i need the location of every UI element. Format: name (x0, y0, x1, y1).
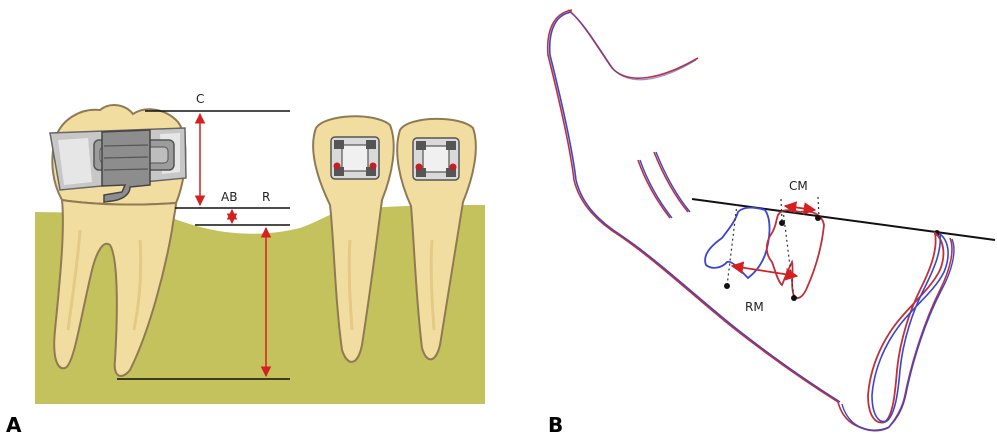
projection-blue-crown-2 (781, 199, 782, 222)
molar-trace-red (767, 210, 824, 298)
panel-a-label: A (6, 413, 22, 437)
premolar-1-bracket-pad (342, 145, 368, 171)
premolar-2-bracket-pad (423, 146, 449, 172)
label-root-movement: RM (745, 300, 764, 314)
point-crown-before (779, 220, 785, 226)
panel-b: CM RM B (548, 10, 995, 437)
label-alveolar-bone: AB (221, 190, 237, 204)
oblique-ridge-1-blue (640, 160, 672, 218)
coronoid-notch-blue (570, 12, 696, 80)
premolar-1-dot-left (334, 163, 341, 170)
point-root-after (791, 295, 797, 301)
label-crown-movement: CM (789, 179, 808, 193)
premolar-1-tie-wing-tl (334, 140, 344, 149)
premolar-1-tie-wing-tr (366, 140, 376, 149)
panel-a: C AB R A (6, 92, 485, 437)
premolar-2-dot-left (416, 164, 423, 171)
point-crown-after (815, 215, 821, 221)
label-root: R (262, 190, 270, 204)
mandible-outline-red (548, 10, 838, 402)
projection-blue-crown (727, 204, 737, 286)
symphysis-trace-blue (872, 234, 948, 422)
premolar-2-tie-wing-tr (446, 141, 456, 150)
panel-b-label: B (548, 413, 563, 437)
coronoid-notch-red (568, 10, 698, 78)
premolar-1-dot-right (370, 163, 377, 170)
symphysis-outer-blue (842, 239, 954, 430)
point-root-before (724, 283, 730, 289)
premolar-2-dot-right (450, 164, 457, 171)
molar-band-highlight (58, 138, 92, 185)
premolar-2-tie-wing-tl (416, 141, 426, 150)
label-crown: C (196, 92, 204, 106)
